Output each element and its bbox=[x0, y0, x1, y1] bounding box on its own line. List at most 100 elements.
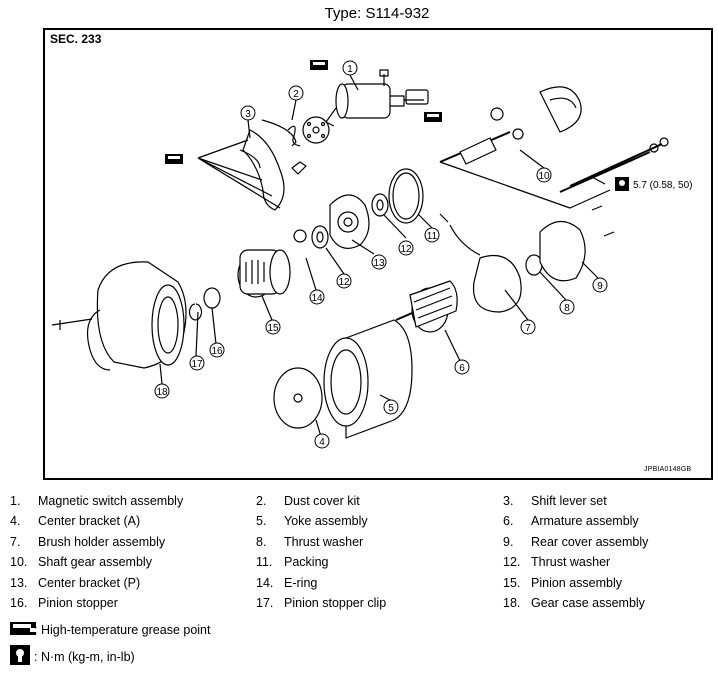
legend-number: 7. bbox=[10, 535, 21, 549]
callout: 5 bbox=[383, 399, 399, 415]
grease-point-icon bbox=[424, 112, 442, 122]
legend-row: 10. Shaft gear assembly 11. Packing 12. … bbox=[0, 555, 718, 573]
diagram-frame bbox=[43, 28, 713, 480]
callout: 12 bbox=[398, 240, 414, 256]
legend-label: Rear cover assembly bbox=[531, 535, 649, 549]
section-label: SEC. 233 bbox=[50, 32, 102, 46]
packing-part bbox=[388, 168, 424, 224]
legend-label: Shift lever set bbox=[531, 494, 607, 508]
callout: 12 bbox=[336, 273, 352, 289]
pinion-part bbox=[237, 249, 291, 298]
legend-number: 6. bbox=[503, 514, 514, 528]
legend-number: 10. bbox=[10, 555, 28, 569]
svg-text:17: 17 bbox=[191, 359, 203, 370]
svg-text:9: 9 bbox=[597, 281, 603, 292]
callout: 10 bbox=[536, 167, 552, 183]
legend-label: Center bracket (A) bbox=[38, 514, 141, 528]
center-bracket-a-part bbox=[273, 367, 323, 429]
callout: 4 bbox=[314, 433, 330, 449]
svg-text:3: 3 bbox=[245, 109, 251, 120]
thrust-washer-part bbox=[311, 193, 389, 249]
center-bracket-p-part bbox=[329, 194, 370, 249]
legend-label: Brush holder assembly bbox=[38, 535, 166, 549]
svg-text:10: 10 bbox=[538, 171, 550, 182]
legend-number: 17. bbox=[256, 596, 274, 610]
legend-row: 1. Magnetic switch assembly 2. Dust cove… bbox=[0, 494, 718, 512]
yoke-part bbox=[323, 319, 413, 439]
callout: 9 bbox=[592, 277, 608, 293]
dust-cover-part bbox=[287, 116, 330, 175]
legend-number: 2. bbox=[256, 494, 267, 508]
callout: 17 bbox=[189, 355, 205, 371]
gear-case-part bbox=[51, 261, 187, 371]
legend-number: 14. bbox=[256, 576, 274, 590]
svg-text:8: 8 bbox=[564, 303, 570, 314]
svg-text:16: 16 bbox=[211, 346, 223, 357]
legend-label: Gear case assembly bbox=[531, 596, 645, 610]
callout: 3 bbox=[240, 105, 256, 121]
svg-text:1: 1 bbox=[347, 64, 353, 75]
legend-label: Armature assembly bbox=[531, 514, 639, 528]
callout: 13 bbox=[371, 254, 387, 270]
callouts: 1 2 3 4 5 6 7 8 9 10 11 12 12 13 14 15 1… bbox=[154, 60, 608, 449]
legend-label: Dust cover kit bbox=[284, 494, 360, 508]
callout: 2 bbox=[288, 85, 304, 101]
svg-text:5: 5 bbox=[388, 403, 394, 414]
legend-label: Magnetic switch assembly bbox=[38, 494, 184, 508]
callout: 14 bbox=[309, 289, 325, 305]
pinion-stopper-part bbox=[203, 287, 221, 309]
svg-text:4: 4 bbox=[319, 437, 325, 448]
legend-number: 12. bbox=[503, 555, 521, 569]
svg-text:14: 14 bbox=[311, 293, 323, 304]
legend-label: Thrust washer bbox=[284, 535, 364, 549]
svg-text:12: 12 bbox=[338, 277, 350, 288]
legend-label: Pinion stopper clip bbox=[284, 596, 387, 610]
grease-point-icon bbox=[165, 154, 183, 164]
armature-part bbox=[395, 280, 458, 333]
rear-cover-part bbox=[539, 205, 615, 282]
svg-text:15: 15 bbox=[267, 323, 279, 334]
legend-number: 4. bbox=[10, 514, 21, 528]
legend-label: Shaft gear assembly bbox=[38, 555, 152, 569]
legend-label: Thrust washer bbox=[531, 555, 611, 569]
torque-unit-note: : N·m (kg-m, in-lb) bbox=[34, 650, 135, 664]
legend-label: Packing bbox=[284, 555, 329, 569]
figure-code: JPBIA0148GB bbox=[644, 466, 692, 473]
pinion-stopper-clip-part bbox=[188, 303, 203, 321]
shaft-gear-part bbox=[439, 86, 669, 209]
callout: 15 bbox=[265, 319, 281, 335]
callout: 18 bbox=[154, 383, 170, 399]
svg-text:7: 7 bbox=[525, 323, 531, 334]
svg-text:6: 6 bbox=[459, 363, 465, 374]
legend-number: 1. bbox=[10, 494, 21, 508]
legend-number: 8. bbox=[256, 535, 267, 549]
svg-text:11: 11 bbox=[427, 231, 438, 242]
grease-note: : High-temperature grease point bbox=[34, 623, 211, 637]
legend-number: 5. bbox=[256, 514, 267, 528]
grease-point-icon bbox=[310, 60, 328, 70]
svg-text:13: 13 bbox=[373, 258, 385, 269]
legend-number: 16. bbox=[10, 596, 28, 610]
legend-number: 3. bbox=[503, 494, 514, 508]
legend-row: 4. Center bracket (A) 5. Yoke assembly 6… bbox=[0, 514, 718, 532]
legend-number: 13. bbox=[10, 576, 28, 590]
legend-label: Yoke assembly bbox=[284, 514, 368, 528]
legend-label: Pinion assembly bbox=[531, 576, 623, 590]
legend-label: E-ring bbox=[284, 576, 318, 590]
svg-text:18: 18 bbox=[156, 387, 168, 398]
legend-row: 13. Center bracket (P) 14. E-ring 15. Pi… bbox=[0, 576, 718, 594]
legend-label: Pinion stopper bbox=[38, 596, 118, 610]
callout: 7 bbox=[520, 319, 536, 335]
callout: 8 bbox=[559, 299, 575, 315]
grease-point-icon bbox=[10, 622, 36, 635]
callout: 1 bbox=[342, 60, 358, 76]
torque-wrench-icon bbox=[10, 645, 30, 665]
legend-row: 7. Brush holder assembly 8. Thrust washe… bbox=[0, 535, 718, 553]
magnetic-switch-part bbox=[325, 69, 429, 127]
callout: 11 bbox=[424, 227, 440, 243]
svg-text:2: 2 bbox=[293, 89, 299, 100]
legend-row: 16. Pinion stopper 17. Pinion stopper cl… bbox=[0, 596, 718, 614]
exploded-view-drawing: 1 2 3 4 5 6 7 8 9 10 11 12 12 13 14 15 1… bbox=[51, 60, 669, 449]
legend-number: 18. bbox=[503, 596, 521, 610]
svg-text:12: 12 bbox=[400, 244, 412, 255]
